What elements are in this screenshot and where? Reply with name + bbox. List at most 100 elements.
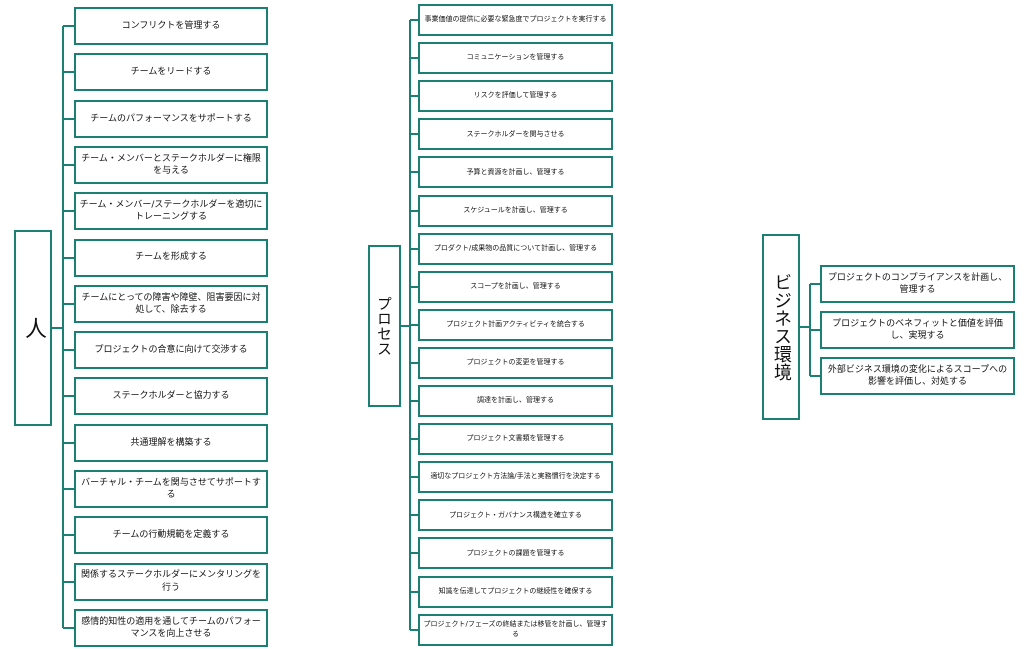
task-box: 感情的知性の適用を通してチームのパフォーマンスを向上させる — [74, 608, 268, 647]
task-box: 適切なプロジェクト方法論/手法と実務慣行を決定する — [418, 461, 613, 494]
task-label: プロジェクト文書類を管理する — [466, 434, 565, 443]
connector-branch — [810, 283, 820, 285]
task-box: スコープを計画し、管理する — [418, 270, 613, 303]
task-label: プロジェクト/フェーズの終結または移管を計画し、管理する — [423, 620, 608, 638]
task-label: プロダクト/成果物の品質について計画し、管理する — [433, 243, 598, 252]
task-label: プロジェクト計画アクティビティを統合する — [446, 320, 585, 329]
task-box: コミュニケーションを管理する — [418, 42, 613, 75]
task-label: チームにとっての障害や障壁、阻害要因に対処して、除去する — [81, 292, 261, 315]
task-label: ステークホルダーと協力する — [112, 391, 230, 402]
task-label: プロジェクトのコンプライアンスを計画し、管理する — [827, 272, 1008, 295]
task-box: プロジェクトのベネフィットと価値を評価し、実現する — [820, 311, 1015, 349]
task-label: 調達を計画し、管理する — [477, 396, 554, 405]
connector-branch — [63, 441, 74, 444]
connector-branch — [410, 323, 418, 326]
connector-branch — [63, 626, 74, 629]
task-box: スケジュールを計画し、管理する — [418, 194, 613, 227]
task-label: コンフリクトを管理する — [121, 20, 221, 31]
task-box: 外部ビジネス環境の変化によるスコープへの影響を評価し、対処する — [820, 357, 1015, 395]
task-box: ステークホルダーを関与させる — [418, 118, 613, 151]
task-label: プロジェクトの合意に向けて交渉する — [94, 345, 248, 356]
connector-branch — [410, 590, 418, 593]
task-label: 関係するステークホルダーにメンタリングを行う — [80, 570, 261, 593]
connector-branch — [63, 117, 74, 120]
category-label-business-environment: ビジネス環境 — [771, 273, 792, 381]
connector-category-process — [401, 325, 410, 327]
connector-branch — [410, 552, 418, 555]
connector-category-people — [52, 327, 63, 329]
connector-branch — [410, 628, 418, 631]
task-label: 適切なプロジェクト方法論/手法と実務慣行を決定する — [430, 472, 601, 481]
category-box-people: 人 — [14, 230, 52, 426]
task-box: プロダクト/成果物の品質について計画し、管理する — [418, 232, 613, 265]
connector-branch — [410, 57, 418, 60]
task-box: チーム・メンバー/ステークホルダーを適切にトレーニングする — [74, 192, 268, 231]
task-box: チームにとっての障害や障壁、阻害要因に対処して、除去する — [74, 284, 268, 323]
connector-branch — [63, 302, 74, 305]
task-label: バーチャル・チームを関与させてサポートする — [81, 477, 261, 500]
connector-branch — [63, 71, 74, 74]
task-box: 共通理解を構築する — [74, 423, 268, 462]
task-box: 知識を伝達してプロジェクトの継続性を確保する — [418, 575, 613, 608]
task-label: チームの行動規範を定義する — [112, 530, 230, 541]
category-box-process: プロセス — [368, 245, 401, 407]
task-box: プロジェクト計画アクティビティを統合する — [418, 308, 613, 341]
task-label: スコープを計画し、管理する — [470, 281, 561, 290]
connector-branch — [410, 19, 418, 21]
connector-branch — [63, 349, 74, 352]
task-box: プロジェクト/フェーズの終結または移管を計画し、管理する — [418, 613, 613, 646]
task-label: 共通理解を構築する — [130, 437, 212, 448]
task-box: プロジェクトの課題を管理する — [418, 537, 613, 570]
connector-branch — [410, 247, 418, 250]
task-box: プロジェクト文書類を管理する — [418, 423, 613, 456]
task-label: 事業価値の提供に必要な緊急度でプロジェクトを実行する — [424, 15, 607, 24]
task-box: チームのパフォーマンスをサポートする — [74, 99, 268, 138]
connector-branch — [410, 285, 418, 288]
connector-branch — [410, 361, 418, 364]
task-box: チームを形成する — [74, 238, 268, 277]
task-label: プロジェクトの課題を管理する — [466, 548, 565, 557]
task-label: コミュニケーションを管理する — [466, 53, 565, 62]
task-box: リスクを評価して管理する — [418, 80, 613, 113]
task-box: 調達を計画し、管理する — [418, 385, 613, 417]
connector-branch — [810, 329, 820, 331]
task-label: スケジュールを計画し、管理する — [463, 205, 568, 214]
connector-branch — [410, 209, 418, 212]
task-label: 外部ビジネス環境の変化によるスコープへの影響を評価し、対処する — [827, 364, 1008, 387]
task-box: コンフリクトを管理する — [74, 7, 268, 45]
task-label: ステークホルダーを関与させる — [466, 129, 565, 138]
task-box: プロジェクトの変更を管理する — [418, 346, 613, 379]
connector-branch — [410, 133, 418, 136]
connector-branch — [63, 488, 74, 490]
connector-spine-people — [62, 26, 64, 628]
task-box: 予算と資源を計画し、管理する — [418, 156, 613, 189]
task-label: プロジェクトの変更を管理する — [466, 358, 565, 367]
connector-branch — [410, 400, 418, 402]
task-box: ステークホルダーと協力する — [74, 377, 268, 416]
task-box: チームの行動規範を定義する — [74, 516, 268, 555]
connector-branch — [63, 534, 74, 537]
task-label: チームを形成する — [135, 252, 207, 263]
task-label: リスクを評価して管理する — [473, 91, 558, 100]
connector-branch — [410, 476, 418, 479]
category-box-business-environment: ビジネス環境 — [762, 234, 800, 420]
task-label: チーム・メンバーとステークホルダーに権限を与える — [81, 153, 261, 176]
connector-branch — [63, 210, 74, 213]
task-box: チーム・メンバーとステークホルダーに権限を与える — [74, 145, 268, 184]
task-box: プロジェクト・ガバナンス構造を確立する — [418, 499, 613, 532]
connector-branch — [410, 95, 418, 98]
task-label: プロジェクト・ガバナンス構造を確立する — [449, 510, 582, 519]
category-label-process: プロセス — [375, 296, 393, 356]
task-box: バーチャル・チームを関与させてサポートする — [74, 470, 268, 508]
task-box: 関係するステークホルダーにメンタリングを行う — [74, 562, 268, 601]
category-label-people: 人 — [21, 317, 46, 339]
task-label: 予算と資源を計画し、管理する — [466, 167, 565, 176]
task-box: プロジェクトの合意に向けて交渉する — [74, 331, 268, 370]
connector-branch — [63, 163, 74, 166]
task-label: チームのパフォーマンスをサポートする — [90, 113, 252, 124]
task-label: チームをリードする — [130, 67, 212, 78]
connector-branch — [410, 171, 418, 174]
task-box: 事業価値の提供に必要な緊急度でプロジェクトを実行する — [418, 4, 613, 36]
task-label: 知識を伝達してプロジェクトの継続性を確保する — [438, 586, 593, 595]
